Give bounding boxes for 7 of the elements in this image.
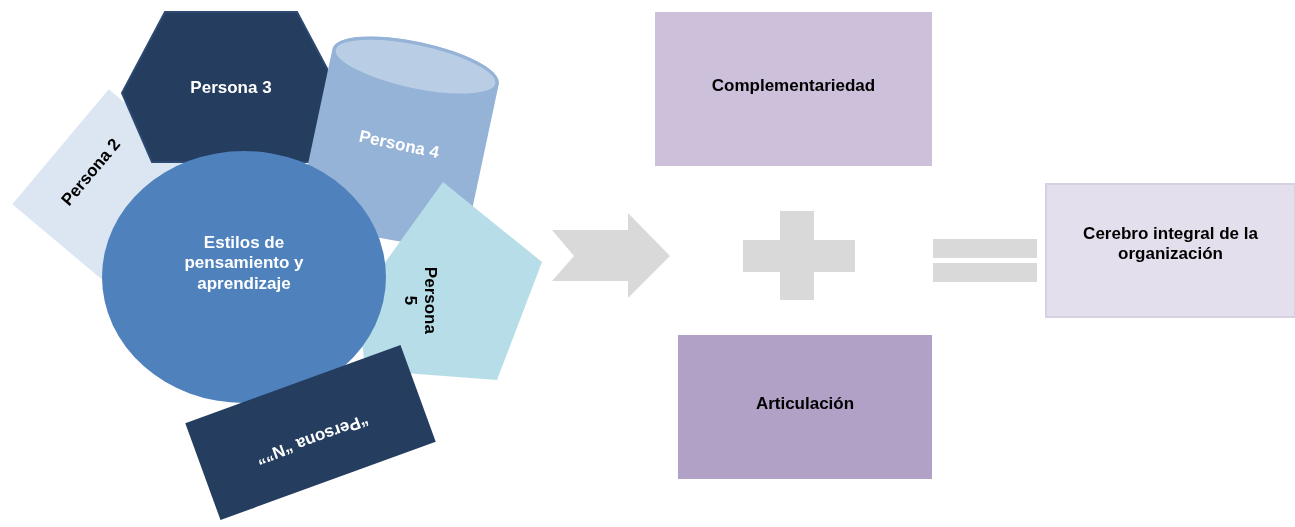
node-label: Persona 4 <box>356 125 442 165</box>
node-label: Persona 5 <box>400 265 441 336</box>
node-label: Articulación <box>754 394 856 415</box>
node-label: Persona 3 <box>189 78 273 99</box>
node-label: Cerebro integral de la organización <box>1082 224 1259 265</box>
node-label: Complementariedad <box>710 76 877 97</box>
node-label: Estilos de pensamiento y aprendizaje <box>183 233 305 295</box>
